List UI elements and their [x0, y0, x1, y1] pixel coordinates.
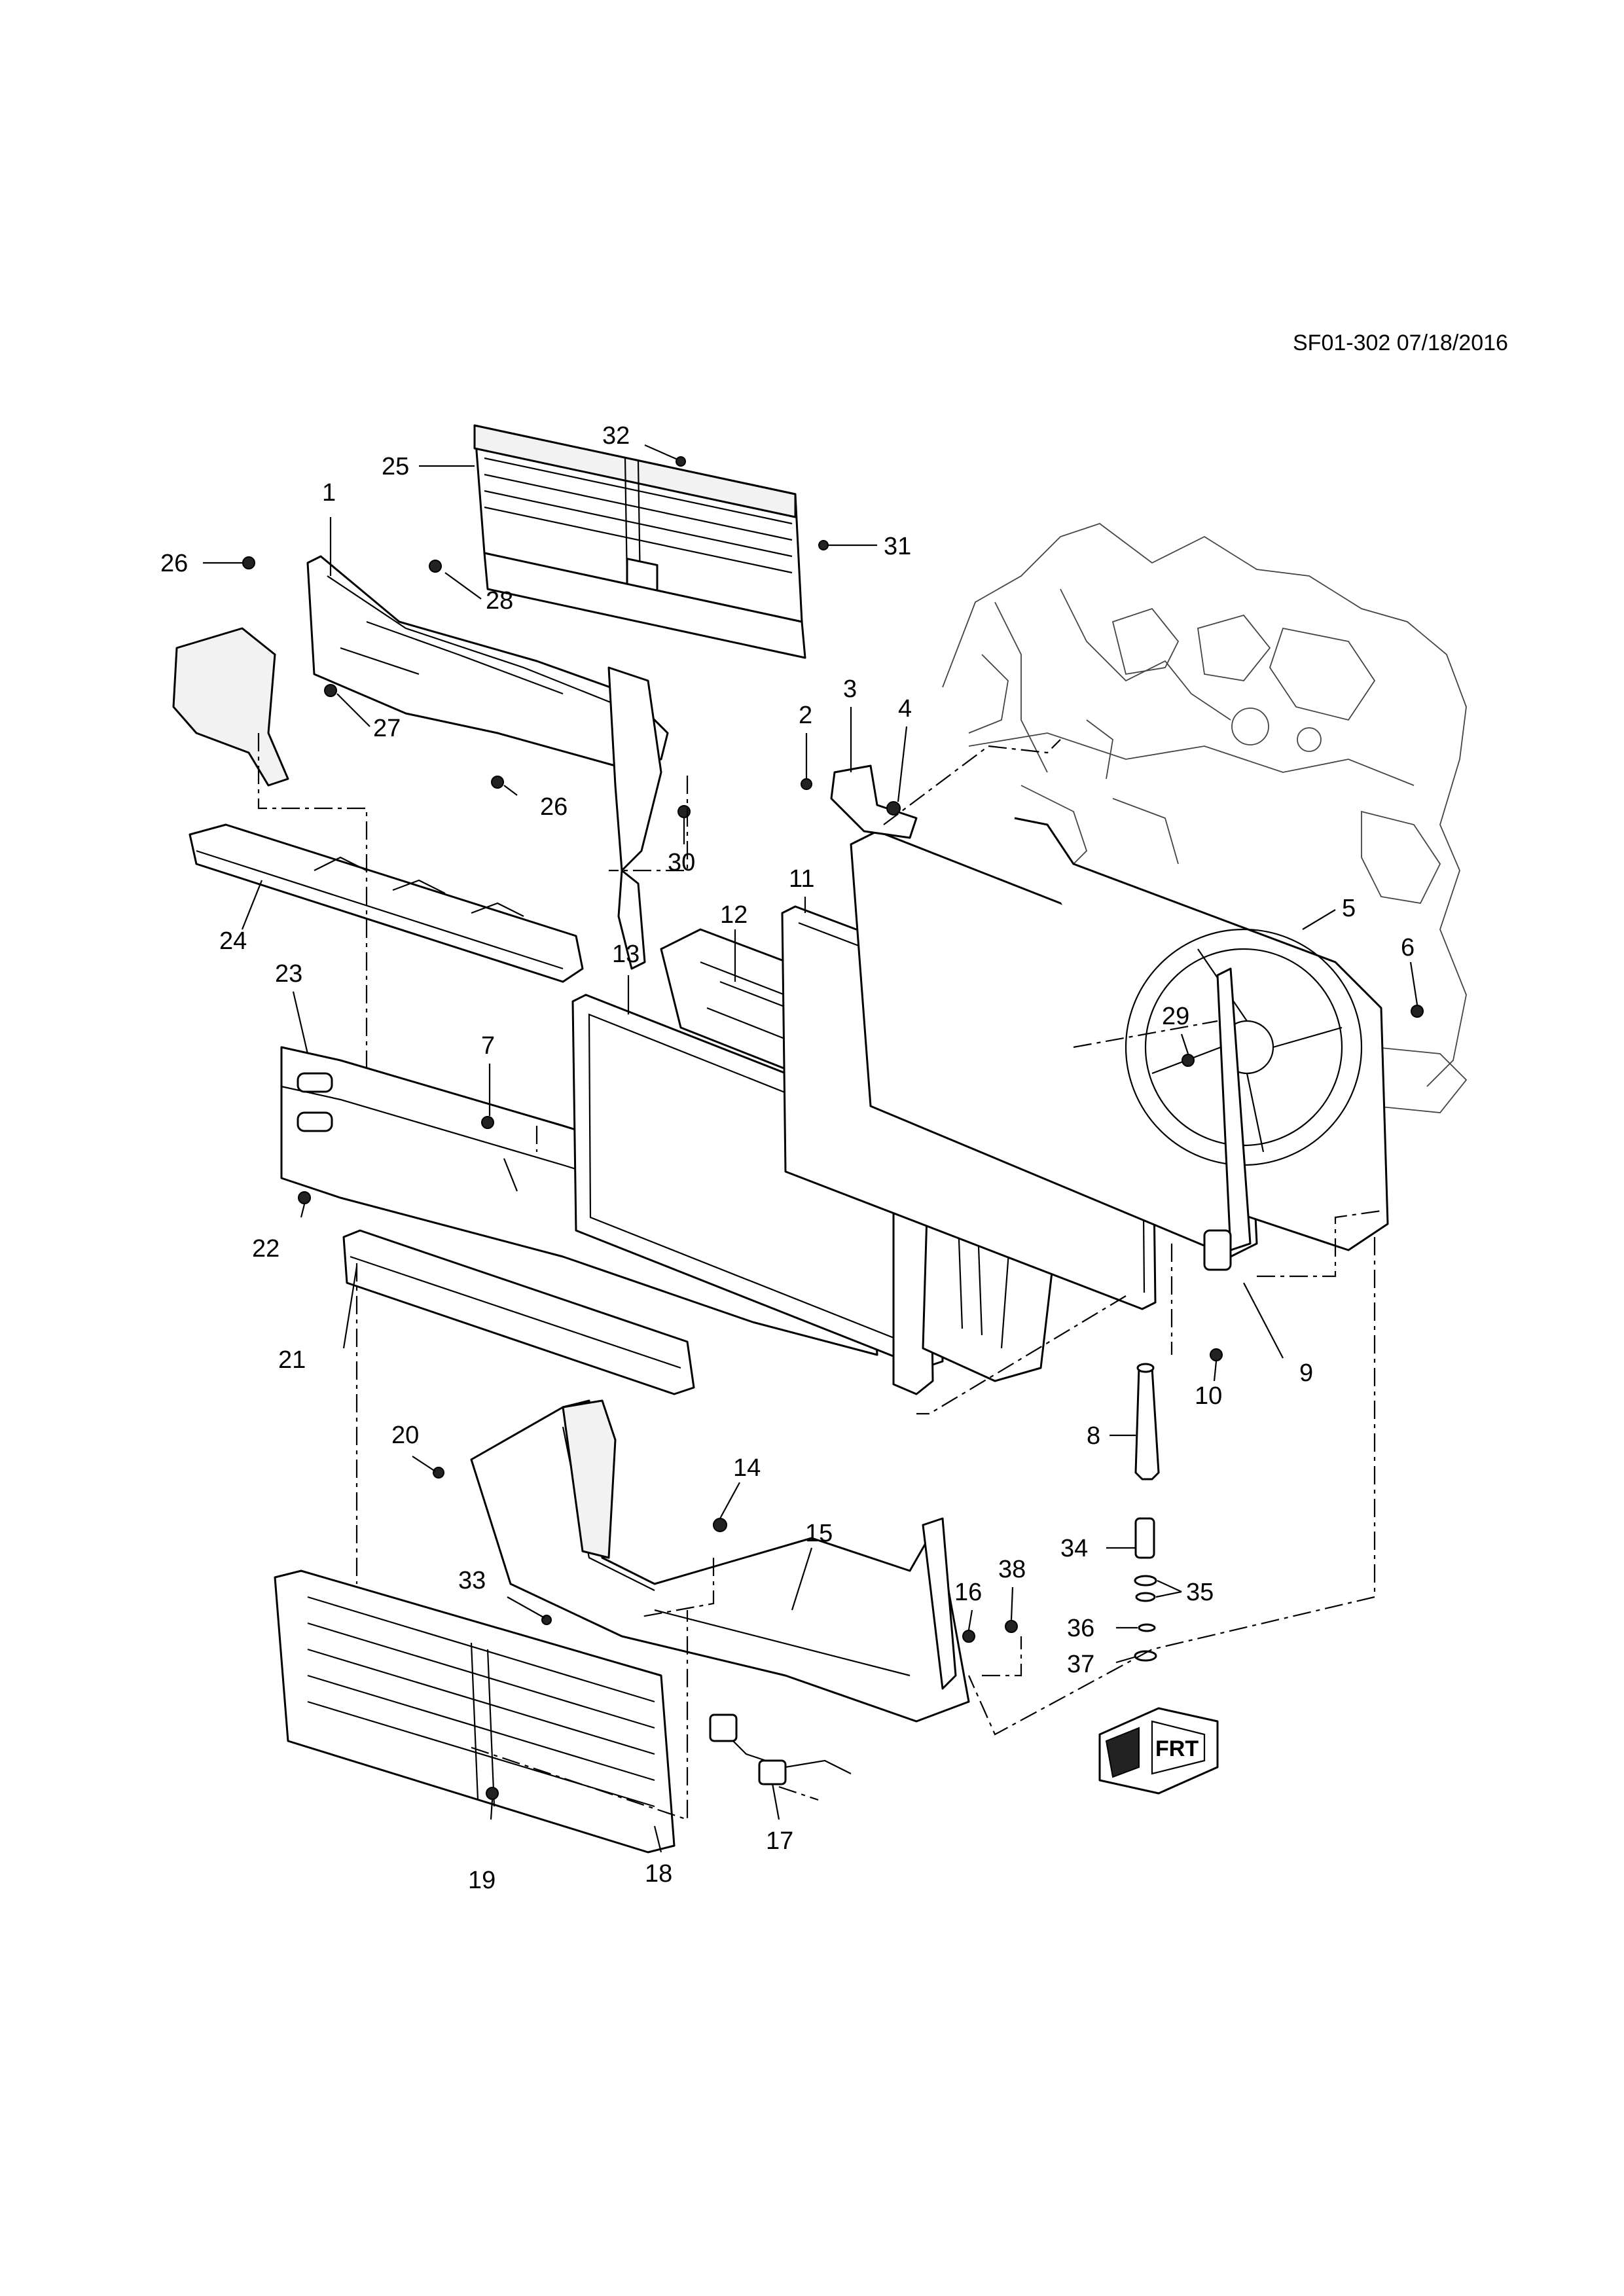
callout-16: 16: [954, 1579, 982, 1606]
callout-8: 8: [1087, 1422, 1100, 1450]
callout-20: 20: [391, 1422, 419, 1449]
callout-3: 3: [843, 675, 857, 703]
part-8-hose: [1134, 1363, 1160, 1480]
part-1-upper-air-baffle: [172, 555, 669, 970]
part-21-lower-deflector: [342, 1229, 695, 1395]
callout-11: 11: [789, 865, 814, 893]
callout-26-center: 26: [540, 793, 568, 821]
callout-26-left: 26: [160, 550, 188, 577]
callout-35: 35: [1186, 1579, 1214, 1606]
callout-4: 4: [898, 695, 912, 723]
part-17-wiring-harness: [709, 1713, 852, 1785]
callout-12: 12: [720, 901, 748, 929]
callout-18: 18: [645, 1860, 672, 1888]
callout-28: 28: [486, 587, 513, 615]
callout-22: 22: [252, 1235, 280, 1263]
part-callouts: 1 2 3 4 5 6 7 8 9 10 11 12 13 14 15 16 1: [160, 422, 1418, 1894]
callout-2: 2: [799, 702, 812, 729]
front-direction-arrow-icon: FRT: [1098, 1707, 1219, 1795]
callout-7: 7: [481, 1032, 495, 1060]
callout-33: 33: [458, 1567, 486, 1594]
alignment-phantom-lines: [257, 733, 1382, 1821]
parts-2-3-4-upper-bracket: [801, 764, 918, 839]
callout-6: 6: [1401, 934, 1415, 961]
callout-37: 37: [1067, 1651, 1094, 1678]
callout-14: 14: [733, 1454, 761, 1482]
callout-21: 21: [278, 1346, 306, 1374]
callout-38: 38: [998, 1556, 1026, 1583]
callout-1: 1: [322, 479, 336, 507]
callout-31: 31: [884, 533, 911, 560]
callout-19: 19: [468, 1867, 496, 1894]
callout-15: 15: [805, 1520, 833, 1547]
callout-36: 36: [1067, 1615, 1094, 1642]
callout-9: 9: [1299, 1359, 1313, 1387]
callout-29: 29: [1162, 1003, 1189, 1030]
callout-13: 13: [612, 941, 640, 968]
part-15-lower-air-baffle: [470, 1399, 970, 1723]
diagram-reference-code: SF01-302 07/18/2016: [1293, 331, 1508, 355]
callout-24: 24: [219, 927, 247, 955]
callout-27: 27: [373, 715, 401, 742]
callout-34: 34: [1060, 1535, 1088, 1562]
front-direction-badge-label: FRT: [1155, 1736, 1199, 1761]
callout-10: 10: [1195, 1382, 1222, 1410]
callout-30: 30: [668, 849, 695, 876]
callout-17: 17: [766, 1827, 793, 1855]
part-24-upper-seal: [189, 823, 584, 983]
part-5-radiator-fan-assembly: [850, 817, 1389, 1271]
callout-32: 32: [602, 422, 630, 450]
parts-34-37-drain-fittings: [1134, 1517, 1157, 1662]
callout-5: 5: [1342, 895, 1356, 922]
callout-25: 25: [382, 453, 409, 480]
part-25-upper-shutter: [473, 424, 806, 659]
callout-23: 23: [275, 960, 302, 988]
